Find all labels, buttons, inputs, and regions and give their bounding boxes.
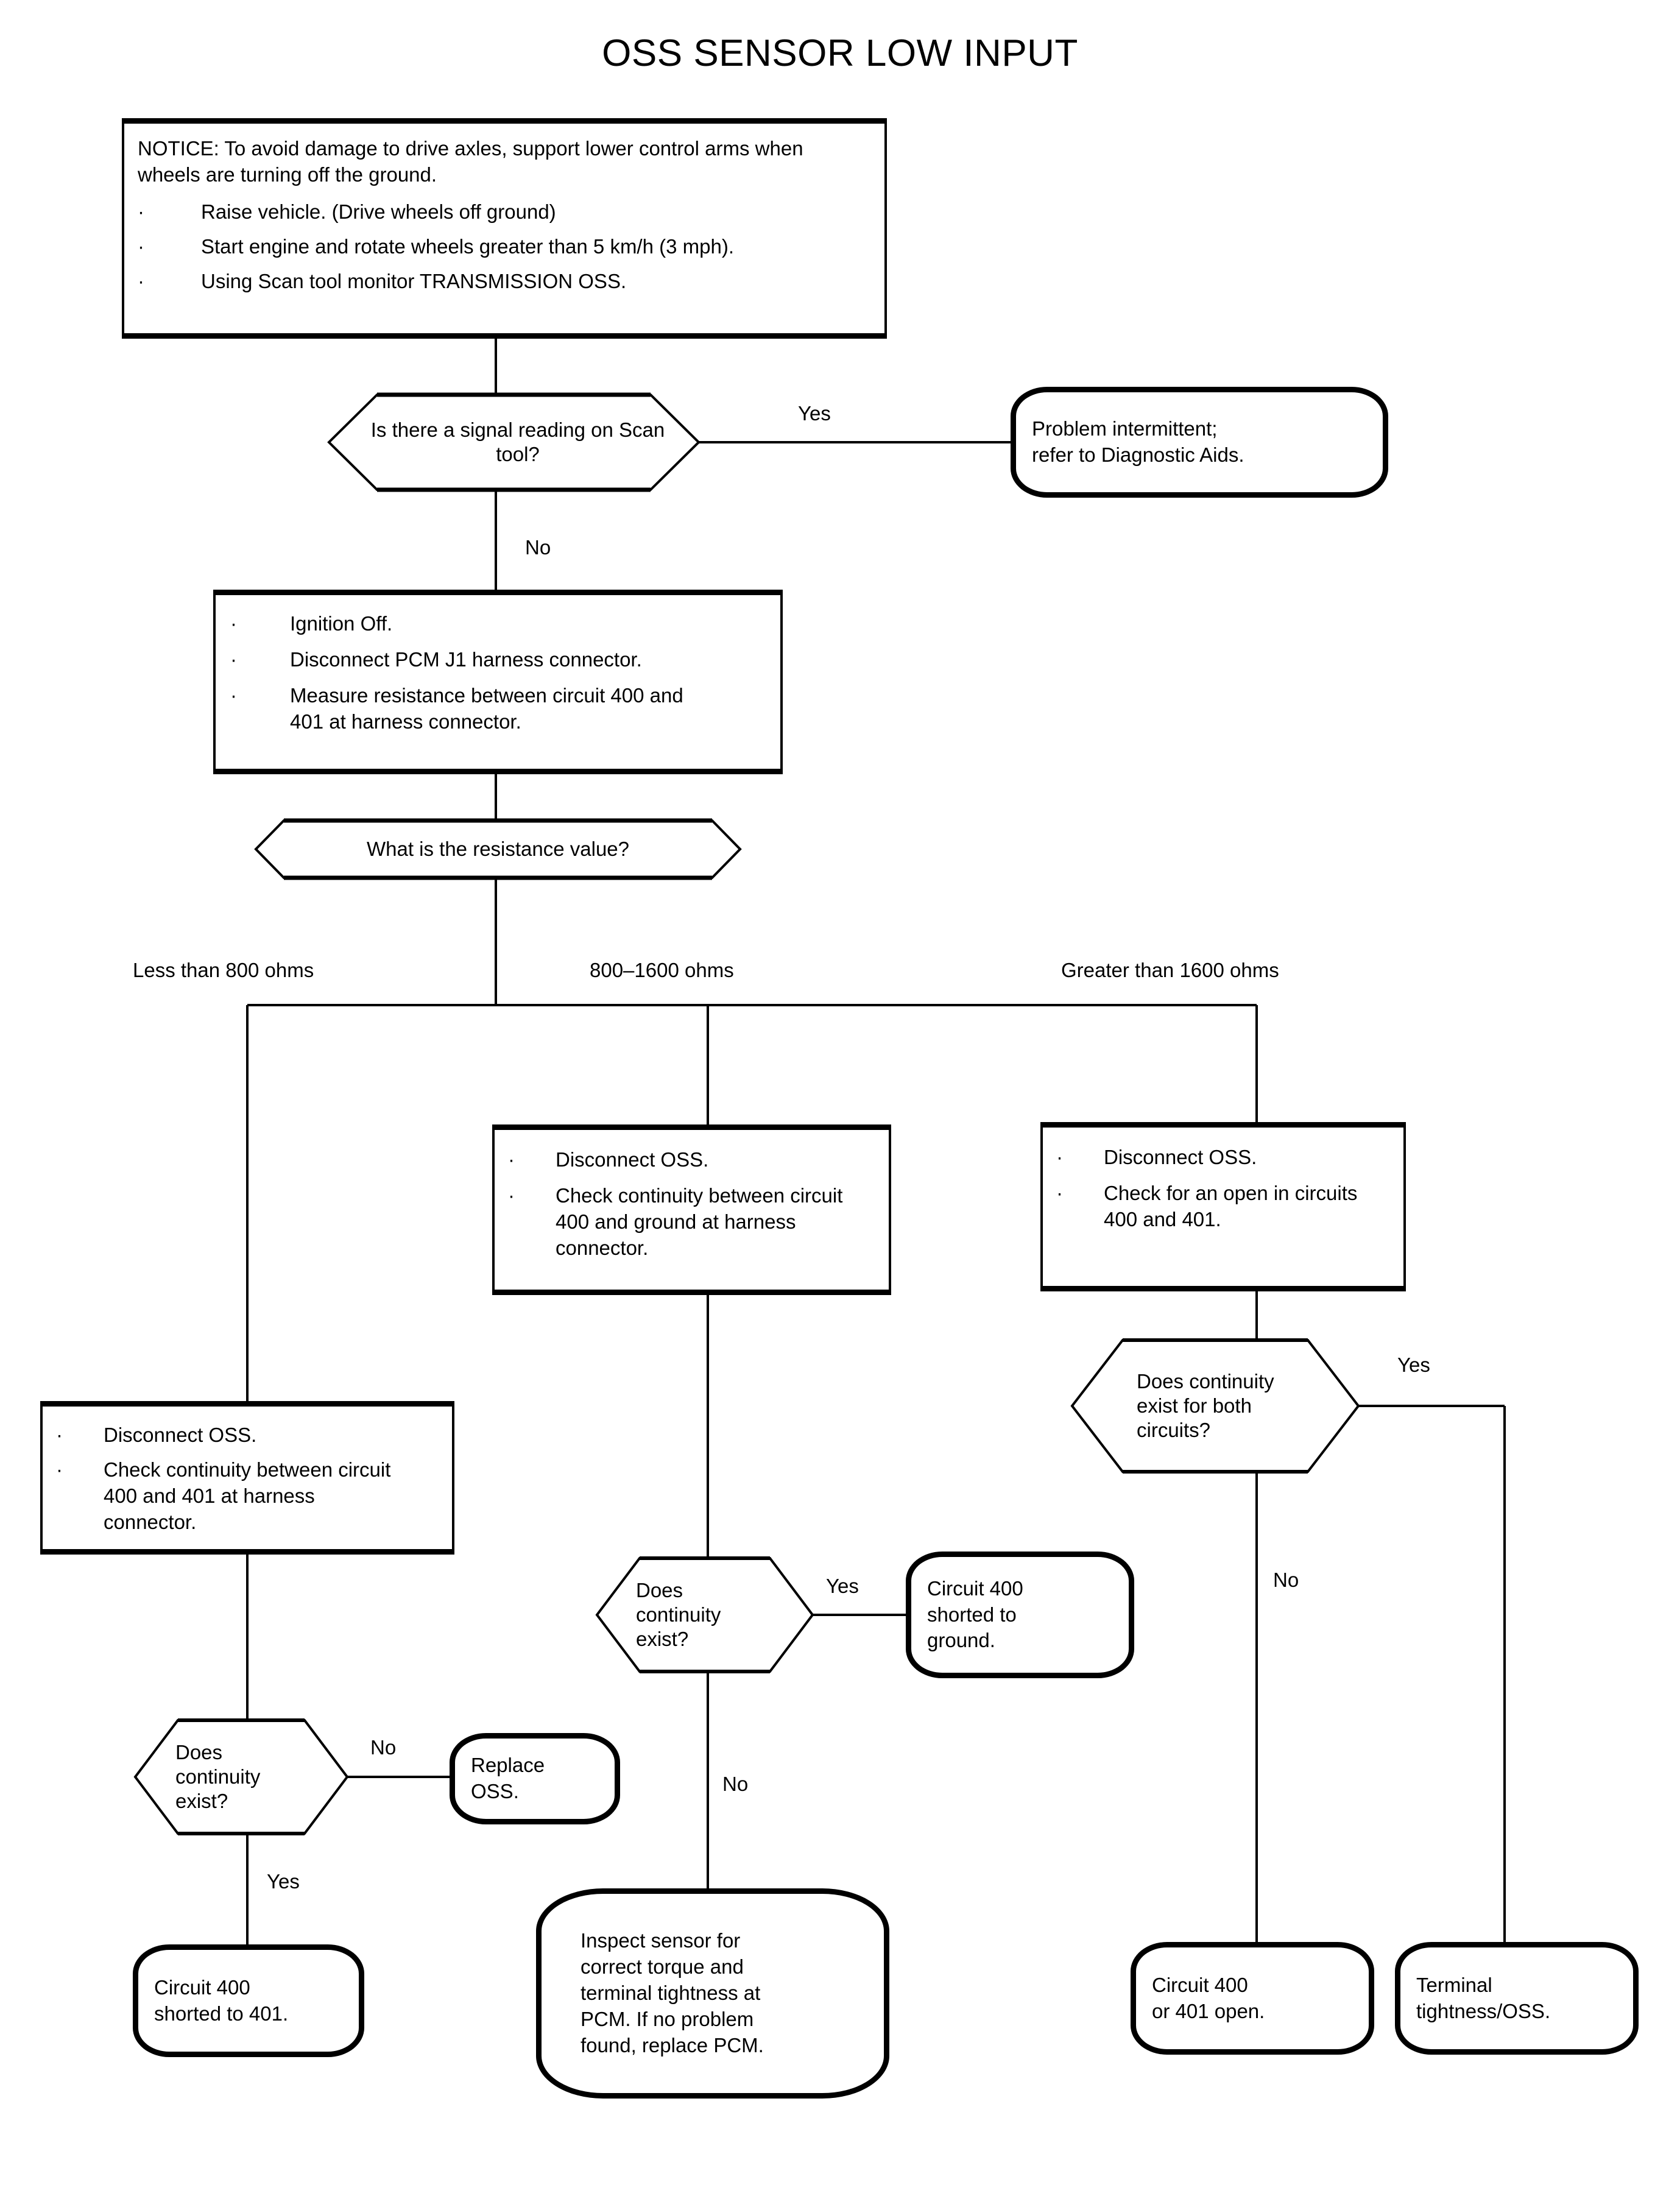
terminator-terminal-tightness-oss-text: Terminal tightness/OSS.: [1416, 1973, 1551, 2022]
decision-d1-label: Is there a signal reading on Scan tool?: [359, 394, 676, 491]
bullet-dot-icon: ·: [1056, 1181, 1063, 1204]
bullet-dot-icon: ·: [138, 235, 144, 258]
process-ignition-bullet-3-text: Measure resistance between circuit 400 a…: [290, 683, 683, 733]
process-check-continuity-ground: · Disconnect OSS. · Check continuity bet…: [492, 1124, 891, 1295]
process-right-bullet-1: · Disconnect OSS.: [1056, 1145, 1390, 1171]
terminator-circuit-400-or-401-open-text: Circuit 400 or 401 open.: [1152, 1973, 1265, 2022]
edge-label-yes-left: Yes: [267, 1870, 300, 1893]
terminator-inspect-sensor-text: Inspect sensor for correct torque and te…: [581, 1929, 764, 2056]
branch-label-800-1600: 800–1600 ohms: [590, 959, 734, 981]
branch-label-less-than-800: Less than 800 ohms: [133, 959, 314, 981]
decision-d-right-text: Does continuity exist for both circuits?: [1137, 1369, 1274, 1442]
notice-bullet-3-text: Using Scan tool monitor TRANSMISSION OSS…: [201, 269, 627, 292]
process-left-bullet-2-text: Check continuity between circuit 400 and…: [104, 1458, 391, 1533]
notice-bullet-1-text: Raise vehicle. (Drive wheels off ground): [201, 200, 556, 223]
process-mid-bullet-1-text: Disconnect OSS.: [556, 1148, 709, 1171]
process-mid-bullet-2: · Check continuity between circuit 400 a…: [508, 1183, 875, 1262]
bullet-dot-icon: ·: [508, 1184, 515, 1207]
terminator-problem-intermittent-text: Problem intermittent; refer to Diagnosti…: [1032, 417, 1244, 466]
process-left-bullet-1-text: Disconnect OSS.: [104, 1424, 257, 1446]
notice-bullet-2: · Start engine and rotate wheels greater…: [138, 234, 869, 260]
process-ignition-bullet-2: · Disconnect PCM J1 harness connector.: [230, 647, 766, 673]
decision-d-mid-text: Does continuity exist?: [636, 1578, 721, 1651]
decision-d2-label: What is the resistance value?: [284, 819, 712, 879]
notice-bullet-2-text: Start engine and rotate wheels greater t…: [201, 235, 734, 258]
decision-d-right-label: Does continuity exist for both circuits?: [1137, 1339, 1338, 1473]
decision-d-mid-label: Does continuity exist?: [636, 1557, 788, 1673]
process-right-bullet-2: · Check for an open in circuits 400 and …: [1056, 1181, 1390, 1233]
terminator-problem-intermittent: Problem intermittent; refer to Diagnosti…: [1011, 387, 1388, 498]
notice-box: NOTICE: To avoid damage to drive axles, …: [122, 118, 887, 339]
terminator-replace-oss: Replace OSS.: [450, 1733, 620, 1824]
terminator-circuit-400-shorted-ground-text: Circuit 400 shorted to ground.: [927, 1576, 1023, 1652]
notice-bullet-3: · Using Scan tool monitor TRANSMISSION O…: [138, 269, 869, 295]
terminator-circuit-400-shorted-ground: Circuit 400 shorted to ground.: [906, 1552, 1134, 1678]
edge-label-no-top: No: [525, 536, 551, 559]
decision-d-left-text: Does continuity exist?: [175, 1740, 261, 1813]
terminator-terminal-tightness-oss: Terminal tightness/OSS.: [1395, 1942, 1639, 2055]
decision-d1-text: Is there a signal reading on Scan tool?: [370, 418, 665, 465]
decision-d2-text: What is the resistance value?: [366, 837, 630, 860]
edge-label-no-mid: No: [722, 1773, 749, 1795]
terminator-inspect-sensor: Inspect sensor for correct torque and te…: [536, 1888, 889, 2099]
process-check-open-circuits: · Disconnect OSS. · Check for an open in…: [1040, 1122, 1406, 1291]
process-mid-bullet-2-text: Check continuity between circuit 400 and…: [556, 1184, 843, 1259]
process-left-bullet-2: · Check continuity between circuit 400 a…: [56, 1457, 439, 1536]
process-ignition-off: · Ignition Off. · Disconnect PCM J1 harn…: [213, 590, 783, 774]
terminator-replace-oss-text: Replace OSS.: [471, 1754, 545, 1802]
process-ignition-bullet-1: · Ignition Off.: [230, 611, 766, 637]
bullet-dot-icon: ·: [230, 612, 237, 635]
bullet-dot-icon: ·: [1056, 1146, 1063, 1168]
terminator-circuit-400-shorted-401: Circuit 400 shorted to 401.: [133, 1944, 364, 2057]
process-right-bullet-1-text: Disconnect OSS.: [1104, 1146, 1257, 1168]
process-check-continuity-400-401: · Disconnect OSS. · Check continuity bet…: [40, 1401, 454, 1555]
edge-label-no-right: No: [1273, 1569, 1299, 1591]
bullet-dot-icon: ·: [56, 1424, 63, 1446]
terminator-circuit-400-shorted-401-text: Circuit 400 shorted to 401.: [154, 1975, 289, 2025]
process-ignition-bullet-3: · Measure resistance between circuit 400…: [230, 683, 766, 735]
edge-label-yes-top: Yes: [798, 402, 831, 425]
bullet-dot-icon: ·: [138, 269, 144, 292]
process-mid-bullet-1: · Disconnect OSS.: [508, 1147, 875, 1173]
bullet-dot-icon: ·: [508, 1148, 515, 1171]
edge-label-yes-right: Yes: [1397, 1354, 1430, 1376]
decision-d-left-label: Does continuity exist?: [175, 1719, 316, 1835]
bullet-dot-icon: ·: [230, 683, 237, 707]
bullet-dot-icon: ·: [56, 1458, 63, 1481]
process-left-bullet-1: · Disconnect OSS.: [56, 1422, 439, 1449]
process-right-bullet-2-text: Check for an open in circuits 400 and 40…: [1104, 1181, 1358, 1230]
bullet-dot-icon: ·: [230, 648, 237, 671]
bullet-dot-icon: ·: [138, 200, 144, 223]
notice-lead: NOTICE: To avoid damage to drive axles, …: [138, 137, 803, 186]
terminator-circuit-400-or-401-open: Circuit 400 or 401 open.: [1131, 1942, 1374, 2055]
process-ignition-bullet-2-text: Disconnect PCM J1 harness connector.: [290, 648, 642, 671]
page-title: OSS SENSOR LOW INPUT: [602, 32, 1078, 74]
edge-label-yes-mid: Yes: [826, 1575, 859, 1597]
branch-label-greater-than-1600: Greater than 1600 ohms: [1061, 959, 1279, 981]
process-ignition-bullet-1-text: Ignition Off.: [290, 612, 393, 635]
edge-label-no-left: No: [370, 1736, 397, 1759]
notice-bullet-1: · Raise vehicle. (Drive wheels off groun…: [138, 199, 869, 225]
